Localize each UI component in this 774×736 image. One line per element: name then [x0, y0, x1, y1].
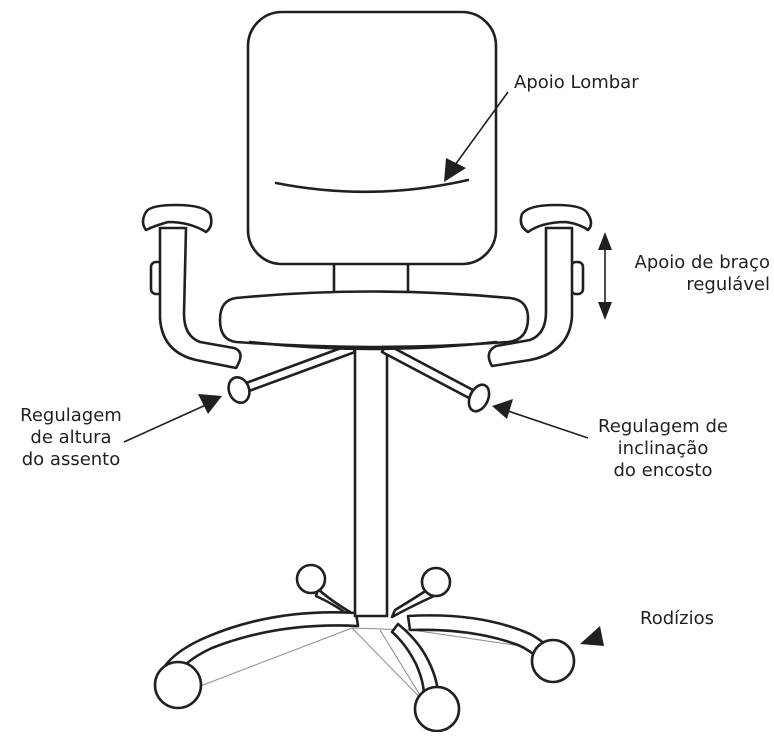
label-line: Apoio de braço: [634, 252, 770, 273]
arrowhead-casters: [580, 626, 604, 646]
label-line: inclinação: [617, 438, 709, 459]
label-line: Regulagem de: [598, 416, 728, 437]
armrest-right: [487, 203, 593, 368]
seat-height-lever: [244, 342, 357, 393]
label-line: de altura: [30, 427, 112, 448]
leader-tilt: [504, 409, 589, 439]
leader-seat-height: [123, 403, 209, 443]
callout-armrest: [598, 232, 612, 320]
base-leg-back-right: [390, 586, 436, 619]
armrest-right-pad: [519, 203, 593, 234]
label-line: do assento: [21, 449, 121, 470]
seat-height-knob: [227, 376, 251, 404]
lumbar-curve: [274, 178, 470, 194]
label-casters: Rodízios: [640, 608, 714, 630]
arrowhead-lumbar: [444, 158, 466, 182]
caster-front-right: [530, 638, 576, 684]
callout-lumbar: [444, 91, 509, 182]
label-backrest-tilt-adjustment: Regulagem de inclinação do encosto: [588, 416, 738, 482]
caster-front-center: [413, 685, 461, 733]
label-line: Regulagem: [20, 405, 122, 426]
chair-base: [153, 563, 576, 733]
callout-seat-height: [123, 394, 222, 443]
label-lumbar-support: Apoio Lombar: [514, 72, 639, 94]
backrest: [246, 10, 498, 266]
armrest-right-frame: [487, 226, 574, 368]
armrest-left: [141, 203, 242, 370]
caster-front-left: [153, 660, 203, 710]
caster-back-left: [295, 563, 327, 595]
leader-lumbar: [454, 91, 509, 166]
callout-casters: [580, 626, 604, 646]
base-leg-front-right: [406, 614, 554, 662]
seat-cushion: [218, 290, 530, 349]
label-line: Rodízios: [640, 608, 714, 629]
caster-back-right: [420, 566, 452, 598]
arrowhead-tilt: [492, 399, 513, 419]
armrest-left-frame: [158, 226, 242, 370]
label-line: Apoio Lombar: [514, 72, 639, 93]
arrowhead-armrest-up: [598, 232, 612, 250]
tilt-lever: [380, 342, 475, 400]
armrest-left-pad: [141, 203, 213, 234]
label-seat-height-adjustment: Regulagem de altura do assento: [6, 405, 136, 471]
label-adjustable-armrest: Apoio de braço regulável: [618, 252, 770, 296]
callout-tilt: [492, 399, 589, 439]
label-line: regulável: [686, 274, 770, 295]
seat-underside: [248, 340, 498, 351]
arrowhead-seat-height: [198, 394, 222, 414]
label-line: do encosto: [613, 460, 713, 481]
levers: [227, 342, 491, 413]
gas-lift-column: [353, 342, 389, 618]
arrowhead-armrest-down: [598, 302, 612, 320]
base-support-lines: [189, 627, 549, 719]
tilt-knob: [467, 383, 491, 413]
